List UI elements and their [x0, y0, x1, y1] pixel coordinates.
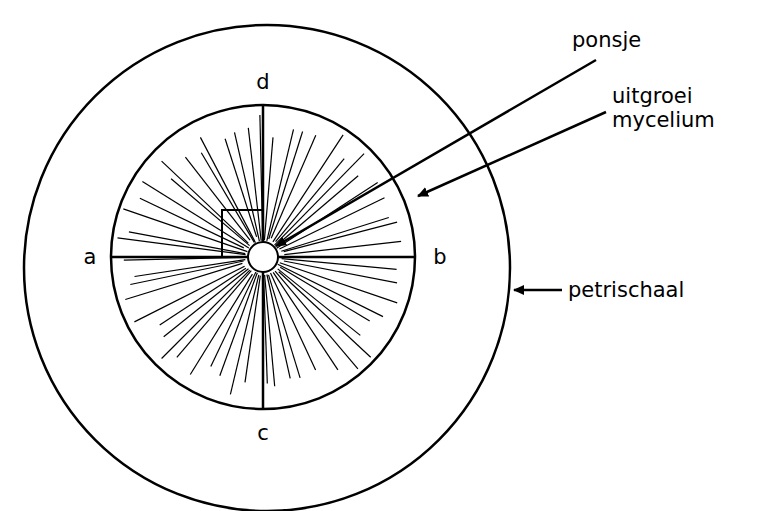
part-label: petrischaal — [568, 278, 684, 302]
hyphae-lines — [118, 115, 402, 395]
hypha-line — [284, 222, 397, 252]
hypha-line — [135, 260, 246, 277]
hypha-line — [160, 268, 246, 325]
petri-dish — [24, 25, 510, 511]
hypha-line — [177, 271, 252, 358]
hypha-line — [276, 159, 345, 242]
hypha-line — [220, 273, 257, 376]
punch-disc — [248, 242, 278, 272]
hypha-line — [278, 264, 383, 316]
leader-arrow — [514, 289, 562, 292]
hypha-line — [267, 275, 290, 379]
hypha-line — [273, 135, 343, 242]
hypha-line — [118, 238, 246, 255]
axis-letter: d — [256, 70, 269, 94]
hypha-line — [245, 276, 260, 383]
hypha-line — [278, 269, 361, 336]
hypha-line — [264, 137, 273, 240]
axis-letter: c — [257, 421, 269, 445]
hypha-line — [284, 241, 401, 254]
hypha-line — [269, 275, 301, 378]
hypha-line — [279, 272, 371, 358]
hypha-line — [265, 275, 275, 386]
hypha-line — [142, 182, 248, 249]
leader-arrow — [276, 60, 596, 246]
hypha-line — [123, 209, 247, 252]
hypha-line — [162, 161, 249, 243]
leader-arrow — [418, 112, 606, 196]
hypha-line — [280, 267, 370, 321]
hypha-line — [248, 128, 261, 241]
mycelium-outline — [111, 105, 415, 409]
axis-letter: a — [84, 245, 97, 269]
part-label: uitgroei mycelium — [612, 84, 722, 132]
hypha-line — [130, 261, 243, 285]
hypha-line — [225, 139, 257, 237]
hypha-line — [140, 198, 244, 248]
hypha-line — [201, 153, 254, 243]
hypha-line — [235, 132, 260, 241]
part-label: ponsje — [572, 28, 641, 52]
axis-letter: b — [433, 245, 446, 269]
hypha-line — [275, 271, 358, 369]
hypha-line — [164, 269, 249, 337]
hypha-line — [134, 266, 244, 322]
